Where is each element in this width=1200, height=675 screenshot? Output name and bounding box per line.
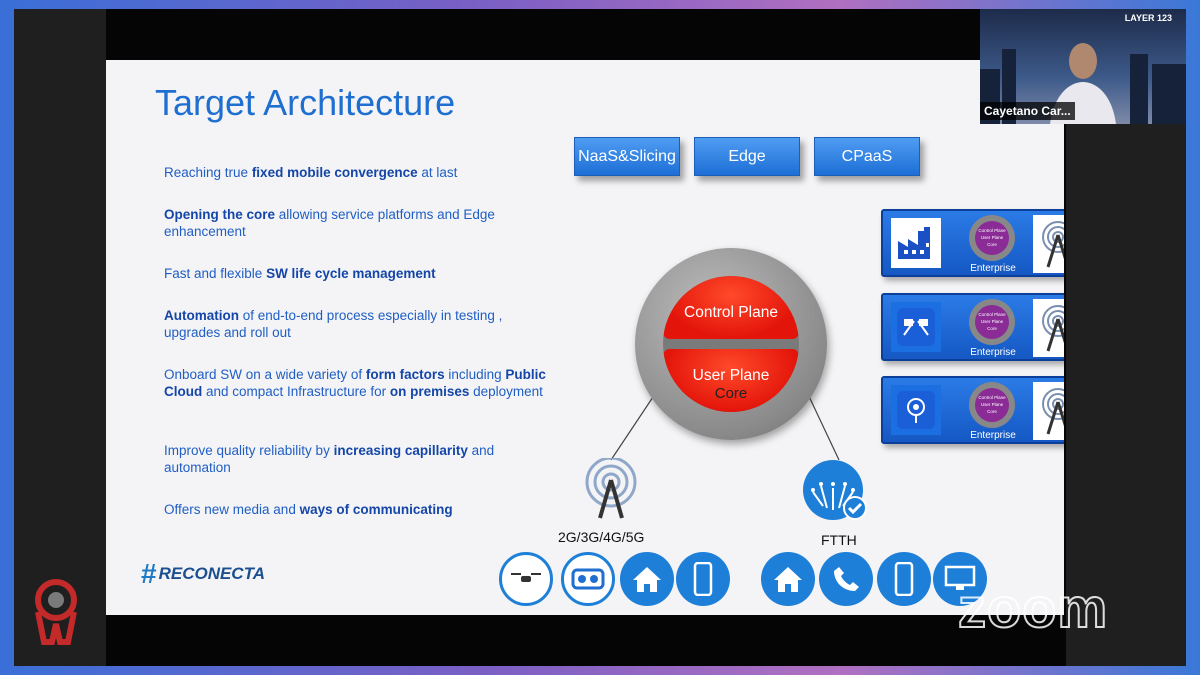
phone-icon bbox=[819, 552, 873, 606]
home-icon bbox=[620, 552, 674, 606]
enterprise-label: Enterprise bbox=[970, 263, 1016, 274]
racing-flags-icon bbox=[891, 302, 941, 352]
participant-video-tile[interactable]: LAYER 123 Cayetano Car... bbox=[980, 9, 1186, 124]
fiber-icon bbox=[803, 460, 869, 529]
antenna-icon bbox=[1033, 215, 1064, 273]
smartphone-icon bbox=[676, 552, 730, 606]
service-cpaas: CPaaS bbox=[814, 137, 920, 176]
home-icon bbox=[761, 552, 815, 606]
core-diagram: Control Plane User Plane Core bbox=[635, 248, 827, 440]
service-naas-slicing: NaaS&Slicing bbox=[574, 137, 680, 176]
control-plane: Control Plane bbox=[663, 276, 799, 339]
presentation-slide: Target Architecture Reaching true fixed … bbox=[106, 60, 1064, 615]
core-label: Core bbox=[714, 385, 748, 402]
channel-logo bbox=[28, 578, 84, 646]
slide-title: Target Architecture bbox=[155, 82, 456, 123]
service-edge: Edge bbox=[694, 137, 800, 176]
bullet-item: Reaching true fixed mobile convergence a… bbox=[164, 165, 458, 180]
zoom-watermark: zoom bbox=[957, 575, 1109, 640]
bullet-item: Onboard SW on a wide variety of form fac… bbox=[164, 367, 546, 399]
antenna-icon bbox=[1033, 382, 1064, 440]
enterprise-label: Enterprise bbox=[970, 430, 1016, 441]
mobile-access-label: 2G/3G/4G/5G bbox=[558, 529, 645, 545]
participant-name: Cayetano Car... bbox=[980, 102, 1075, 120]
bullet-item: Fast and flexible SW life cycle manageme… bbox=[164, 266, 436, 281]
bullet-item: Improve quality reliability by increasin… bbox=[164, 443, 495, 475]
vr-headset-icon bbox=[561, 552, 615, 606]
smartphone-icon bbox=[877, 552, 931, 606]
bullet-item: Automation of end-to-end process especia… bbox=[164, 308, 503, 340]
location-pin-icon bbox=[891, 385, 941, 435]
reconecta-logo: #RECONECTA bbox=[141, 558, 265, 589]
fixed-access-label: FTTH bbox=[821, 532, 857, 548]
bullet-item: Opening the core allowing service platfo… bbox=[164, 207, 495, 239]
layer123-logo: LAYER 123 bbox=[1124, 13, 1172, 23]
bullet-item: Offers new media and ways of communicati… bbox=[164, 502, 453, 517]
user-plane: User Plane bbox=[663, 349, 799, 412]
factory-icon bbox=[891, 218, 941, 268]
antenna-icon bbox=[1033, 299, 1064, 357]
mobile-antenna-icon bbox=[580, 456, 642, 525]
desktop-icon bbox=[933, 552, 987, 606]
drone-icon bbox=[499, 552, 553, 606]
enterprise-label: Enterprise bbox=[970, 347, 1016, 358]
